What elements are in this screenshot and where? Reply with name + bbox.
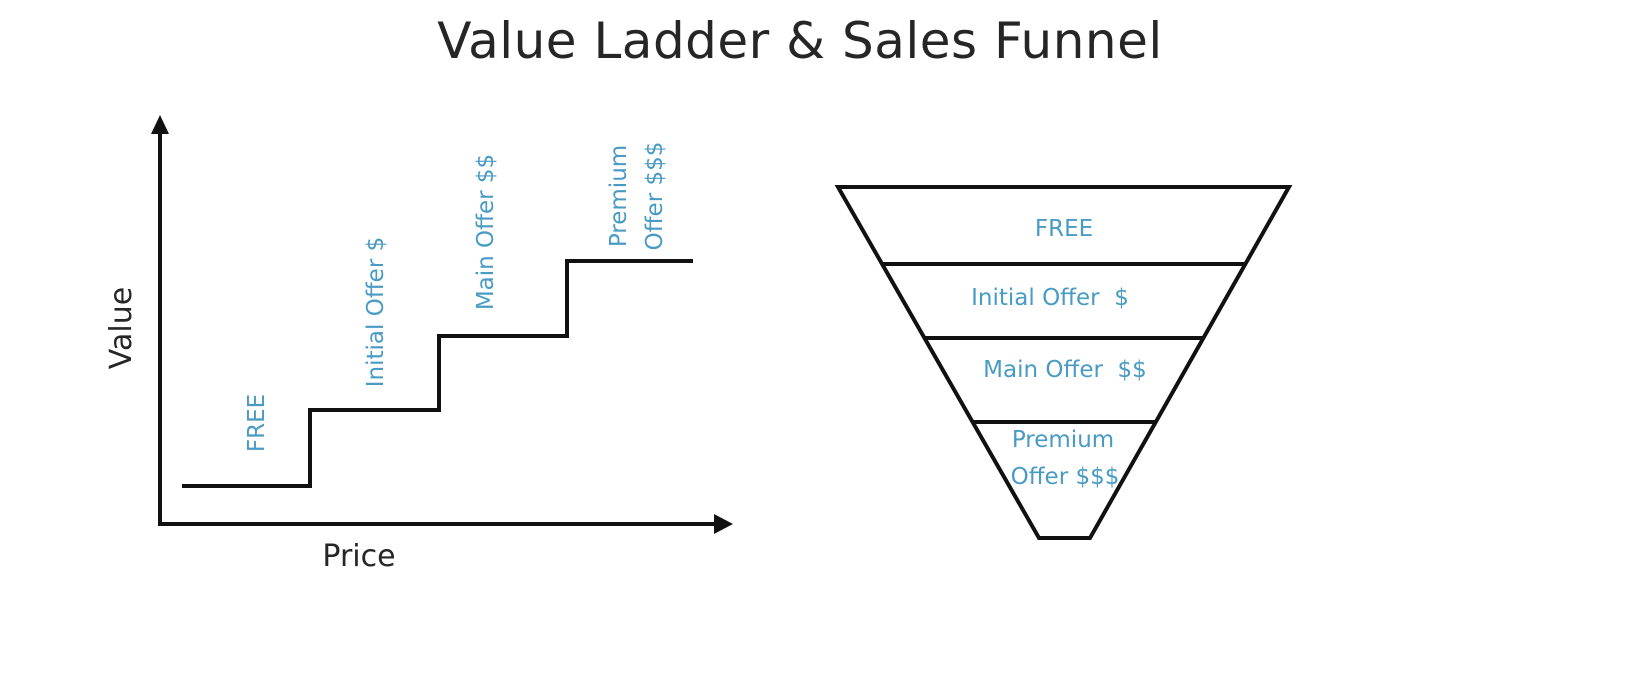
ladder-step-label-free: FREE (244, 394, 270, 452)
y-axis-arrow-icon (151, 115, 169, 134)
funnel-tier-label-main: Main Offer $$ (983, 357, 1147, 383)
funnel-tier-label-initial: Initial Offer $ (971, 285, 1129, 311)
sales-funnel: FREE Initial Offer $ Main Offer $$ Premi… (834, 185, 1293, 540)
x-axis-arrow-icon (714, 514, 733, 534)
funnel-outline (834, 185, 1293, 540)
ladder-step-label-main: Main Offer $$ (473, 154, 499, 310)
x-axis-label: Price (322, 539, 395, 574)
ladder-staircase (182, 259, 693, 488)
page-title: Value Ladder & Sales Funnel (437, 12, 1163, 70)
ladder-step-label-premium-line2: Offer $$$ (642, 142, 668, 251)
funnel-tier-label-free: FREE (1035, 216, 1093, 242)
ladder-step-label-initial: Initial Offer $ (363, 237, 389, 387)
y-axis-label: Value (104, 287, 139, 369)
funnel-tier-label-premium-line2: Offer $$$ (1011, 464, 1120, 490)
value-ladder: Value Price FREE Initial Offer $ Main Of… (104, 115, 733, 574)
ladder-step-label-premium-line1: Premium (606, 145, 632, 247)
funnel-tier-label-premium-line1: Premium (1012, 427, 1114, 453)
